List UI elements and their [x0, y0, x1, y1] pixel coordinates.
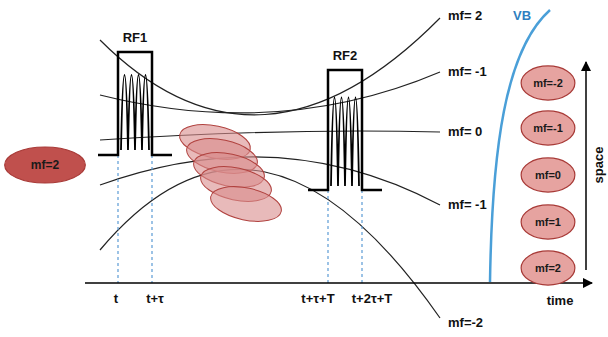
state-label: mf=-1 — [533, 122, 563, 134]
level-label: mf= -1 — [448, 198, 487, 212]
field-label: VB — [513, 9, 531, 23]
state-label: mf=2 — [535, 262, 561, 274]
state-label: mf=2 — [31, 158, 59, 172]
state-label: mf=1 — [535, 216, 561, 228]
time-markers — [118, 155, 362, 283]
atom-clouds — [176, 119, 284, 227]
pulse-label: RF2 — [333, 49, 358, 63]
tick-label: t — [114, 292, 118, 306]
tick-label: t+2τ+T — [352, 292, 393, 306]
tick-label: t+τ — [146, 292, 164, 306]
level-label: mf= 2 — [448, 9, 482, 23]
space-axis — [585, 62, 587, 270]
atom-cloud: mf=-1 — [520, 109, 576, 147]
atom-cloud: mf=1 — [520, 203, 576, 241]
axis-label: time — [547, 294, 574, 308]
time-axis — [85, 282, 592, 284]
level-label: mf= -1 — [448, 65, 487, 79]
state-label: mf=-2 — [533, 77, 563, 89]
level-label: mf= 0 — [448, 125, 482, 139]
atom-cloud: mf=2 — [3, 145, 87, 185]
atom-cloud: mf=-2 — [520, 64, 576, 102]
gradient-curve — [490, 10, 550, 282]
axis-label: space — [592, 147, 606, 184]
level-label: mf=-2 — [448, 316, 483, 330]
atom-cloud: mf=0 — [520, 156, 576, 194]
state-label: mf=0 — [535, 169, 561, 181]
atom-cloud: mf=2 — [520, 249, 576, 287]
tick-label: t+τ+T — [301, 292, 334, 306]
pulse-label: RF1 — [123, 31, 148, 45]
